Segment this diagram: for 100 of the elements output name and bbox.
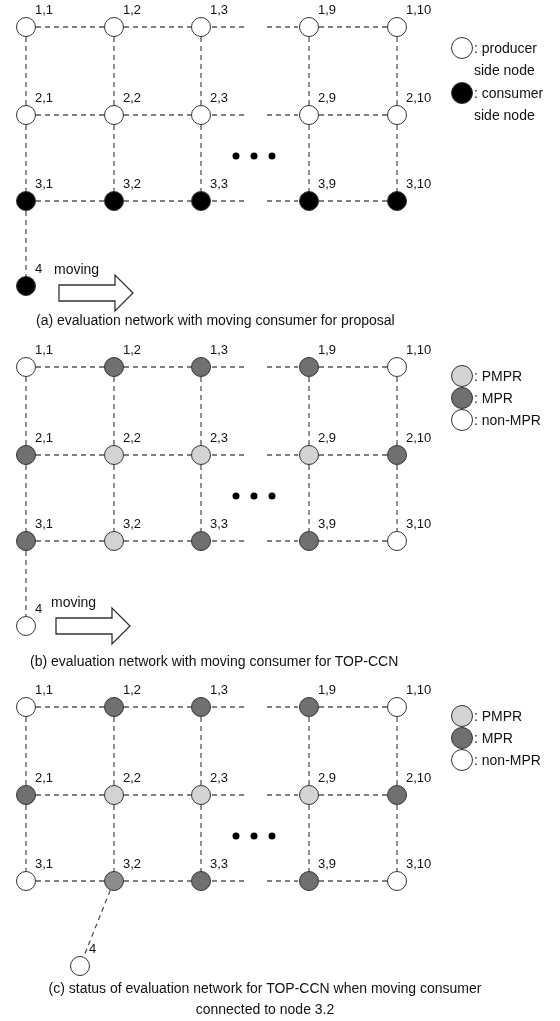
network-node (191, 17, 211, 37)
node-label: 2,2 (123, 91, 142, 105)
node-label: 3,9 (318, 857, 337, 871)
network-node (191, 785, 211, 805)
motion-label: moving (54, 260, 100, 279)
connector-line (25, 36, 27, 106)
connector-line (113, 124, 115, 192)
node-label: 3,10 (406, 517, 432, 531)
node-label: 3,9 (318, 517, 337, 531)
connector-line (200, 36, 202, 106)
connector-line (25, 804, 27, 872)
connector-line (35, 114, 105, 116)
node-label: 1,9 (318, 3, 337, 17)
node-label: 1,2 (123, 683, 142, 697)
connector-line (123, 200, 192, 202)
network-node (387, 105, 407, 125)
connector-line (123, 114, 192, 116)
network-node (299, 17, 319, 37)
node-label: 2,3 (210, 91, 229, 105)
node-label: 2,10 (406, 431, 432, 445)
connector-line (318, 114, 388, 116)
connector-line (318, 540, 388, 542)
connector-line (396, 376, 398, 446)
connector-line (35, 880, 105, 882)
node-label: 2,9 (318, 431, 337, 445)
node-label: 3,1 (35, 517, 54, 531)
network-node (387, 531, 407, 551)
node-label: 2,2 (123, 771, 142, 785)
connector-line (200, 464, 202, 532)
legend-text: : MPR (474, 389, 514, 408)
node-label: 3,2 (123, 857, 142, 871)
connector-line (308, 376, 310, 446)
network-node (191, 871, 211, 891)
node-label: 3,3 (210, 517, 229, 531)
node-label: 3,3 (210, 857, 229, 871)
connector-line (396, 464, 398, 532)
legend-text: : PMPR (474, 367, 524, 386)
node-label: 3,2 (123, 517, 142, 531)
node-label: 1,3 (210, 683, 229, 697)
network-node (299, 105, 319, 125)
network-node (104, 445, 124, 465)
network-node (191, 191, 211, 211)
node-label: 3,3 (210, 177, 229, 191)
network-node (387, 697, 407, 717)
network-node (299, 357, 319, 377)
connector-line (318, 366, 388, 368)
node-label: 2,1 (35, 771, 54, 785)
connector-line (25, 464, 27, 532)
node-label: 3,10 (406, 177, 432, 191)
connector-line (200, 376, 202, 446)
caption: (b) evaluation network with moving consumer for TOP-CCN (30, 652, 399, 671)
network-node (299, 531, 319, 551)
legend-text: : non-MPR (474, 751, 542, 770)
node-label: 1,2 (123, 343, 142, 357)
node-label: 3,2 (123, 177, 142, 191)
node-label: 1,2 (123, 3, 142, 17)
node-label: 2,1 (35, 431, 54, 445)
legend-text: : producer side node (474, 39, 539, 80)
legend-text: : PMPR (474, 707, 524, 726)
network-node (387, 871, 407, 891)
network-node (299, 445, 319, 465)
network-node (104, 105, 124, 125)
node-label: 1,10 (406, 3, 432, 17)
connector-line (308, 124, 310, 192)
connector-line (123, 706, 192, 708)
connector-line (35, 454, 105, 456)
network-node (387, 17, 407, 37)
node-label: 2,3 (210, 431, 229, 445)
connector-line (318, 454, 388, 456)
connector-line (200, 804, 202, 872)
network-node (16, 445, 36, 465)
connector-line (35, 540, 105, 542)
node-label: 4 (35, 262, 43, 276)
connector-line (123, 454, 192, 456)
connector-line (35, 200, 105, 202)
connector-line (25, 124, 27, 192)
motion-label: moving (51, 593, 97, 612)
node-label: 3,1 (35, 177, 54, 191)
node-label: 3,10 (406, 857, 432, 871)
network-node (191, 531, 211, 551)
node-label: 1,10 (406, 343, 432, 357)
connector-line (113, 716, 115, 786)
connector-line (123, 880, 192, 882)
connector-line (35, 794, 105, 796)
network-node (104, 357, 124, 377)
connector-line (318, 26, 388, 28)
connector-line (318, 706, 388, 708)
node-label: 2,10 (406, 91, 432, 105)
legend-text: : consumer side node (474, 84, 545, 125)
node-label: 1,1 (35, 343, 54, 357)
network-node (191, 697, 211, 717)
connector-line (200, 716, 202, 786)
connector-line (396, 804, 398, 872)
caption: (a) evaluation network with moving consumer for proposal (36, 311, 395, 330)
network-node (16, 357, 36, 377)
network-node (16, 616, 36, 636)
node-label: 3,1 (35, 857, 54, 871)
network-node (191, 445, 211, 465)
connector-line (308, 464, 310, 532)
network-node (191, 357, 211, 377)
